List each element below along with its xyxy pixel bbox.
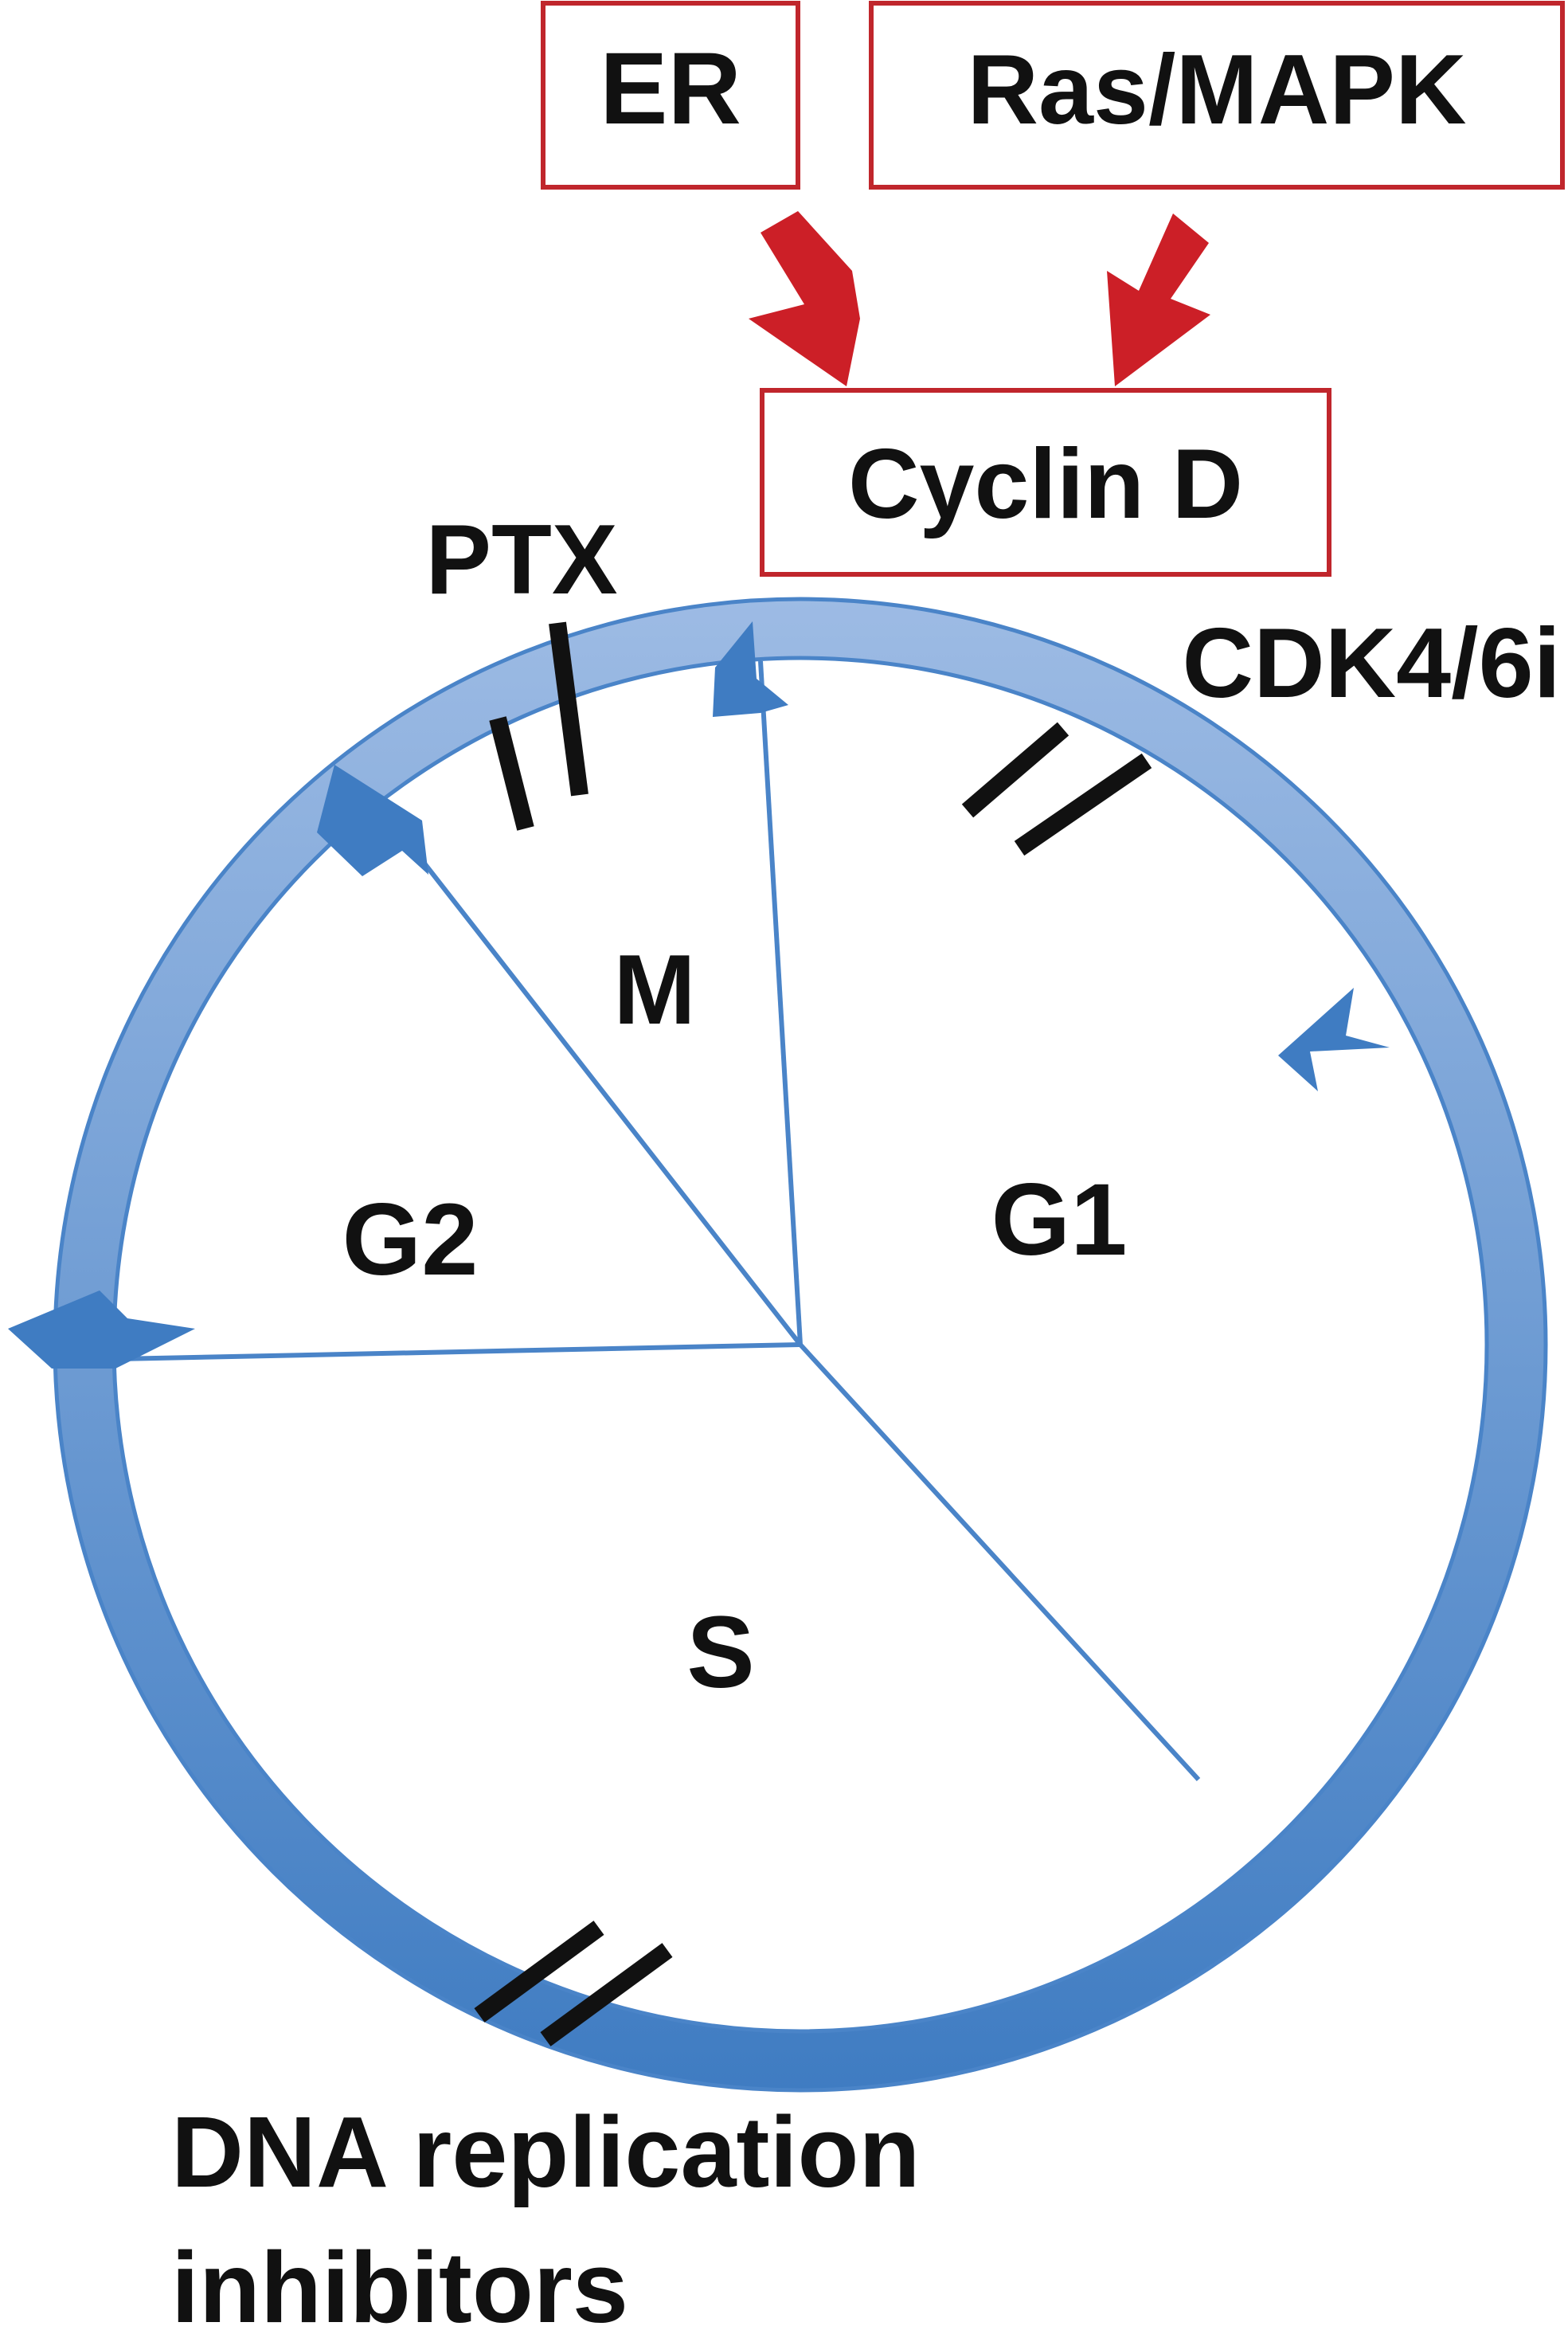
- divider-m-g1: [758, 660, 803, 1345]
- inhibitors-label: inhibitors: [171, 2231, 628, 2334]
- dna-bar-2: [540, 1943, 673, 2046]
- arrowhead-upper-left: [317, 765, 428, 876]
- arrowhead-right: [1278, 988, 1390, 1091]
- phase-s-label: S: [686, 1596, 754, 1709]
- divider-s-g2: [117, 1342, 801, 1361]
- phase-dividers: [117, 660, 1201, 1782]
- ras-mapk-box-border: [869, 1, 1565, 190]
- divider-g2-m: [420, 859, 803, 1346]
- arrowhead-left: [8, 1290, 195, 1369]
- ptx-bar-2: [549, 621, 588, 797]
- ptx-bar-1: [489, 716, 534, 831]
- phase-g1-label: G1: [991, 1163, 1128, 1277]
- cdk46i-bar-2: [1014, 753, 1152, 856]
- divider-g1-s: [798, 1342, 1201, 1782]
- cdk46i-label: CDK4/6i: [1183, 609, 1561, 719]
- dna-bar-1: [474, 1921, 604, 2023]
- ptx-label: PTX: [425, 505, 617, 615]
- ras-mapk-to-cyclin-d-arrow: [1107, 213, 1210, 386]
- activation-arrows: [749, 211, 1210, 386]
- cyclin-d-label: Cyclin D: [848, 429, 1243, 539]
- ras-mapk-label: Ras/MAPK: [967, 35, 1466, 145]
- arrowhead-top: [713, 621, 788, 717]
- phase-m-label: M: [613, 935, 695, 1045]
- er-box-border: [541, 1, 800, 190]
- cyclin-d-box: Cyclin D: [760, 388, 1331, 577]
- ras-mapk-box: Ras/MAPK: [869, 1, 1565, 190]
- er-label: ER: [600, 32, 741, 146]
- er-to-cyclin-d-arrow: [749, 211, 860, 386]
- er-box: ER: [541, 1, 800, 190]
- inhibitor-bars: [474, 621, 1152, 2046]
- phase-g2-label: G2: [342, 1183, 479, 1297]
- cyclin-d-box-border: [760, 388, 1331, 577]
- dna-replication-label: DNA replication: [171, 2096, 920, 2208]
- ring-direction-arrows: [8, 621, 1390, 1369]
- cdk46i-bar-1: [961, 722, 1069, 818]
